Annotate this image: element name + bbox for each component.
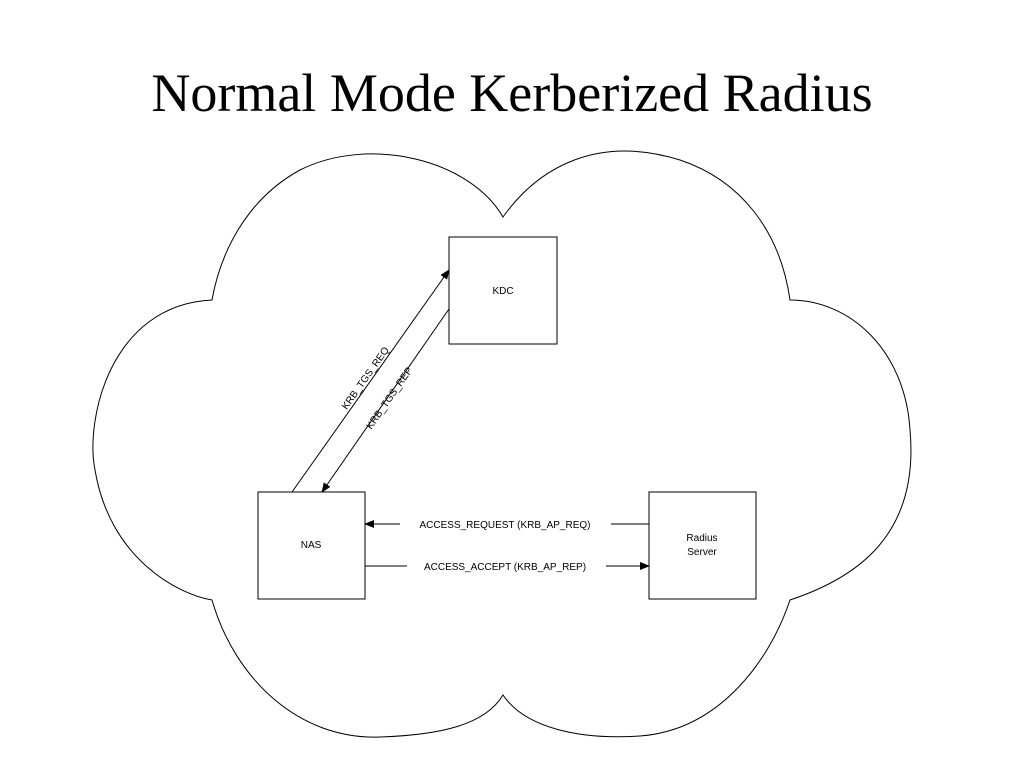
access-accept-label: ACCESS_ACCEPT (KRB_AP_REP) xyxy=(424,562,586,573)
radius-server-node: Radius Server xyxy=(648,491,757,600)
nas-node: NAS xyxy=(257,491,366,600)
nas-label: NAS xyxy=(301,540,322,551)
radius-label-line1: Radius xyxy=(686,533,717,544)
nas-box xyxy=(257,491,366,600)
network-cloud xyxy=(92,150,912,738)
radius-server-box xyxy=(648,491,757,600)
kdc-node: KDC xyxy=(448,236,558,345)
kdc-box xyxy=(448,236,558,345)
access-request-label: ACCESS_REQUEST (KRB_AP_REQ) xyxy=(420,520,591,531)
page-title: Normal Mode Kerberized Radius xyxy=(151,63,873,123)
tgs-rep-arrow xyxy=(321,308,450,493)
tgs-req-arrow xyxy=(291,269,450,493)
access-request-edge: ACCESS_REQUEST (KRB_AP_REQ) xyxy=(364,520,649,531)
kdc-label: KDC xyxy=(492,286,513,297)
radius-label-line2: Server xyxy=(687,547,717,558)
access-accept-edge: ACCESS_ACCEPT (KRB_AP_REP) xyxy=(365,562,650,573)
